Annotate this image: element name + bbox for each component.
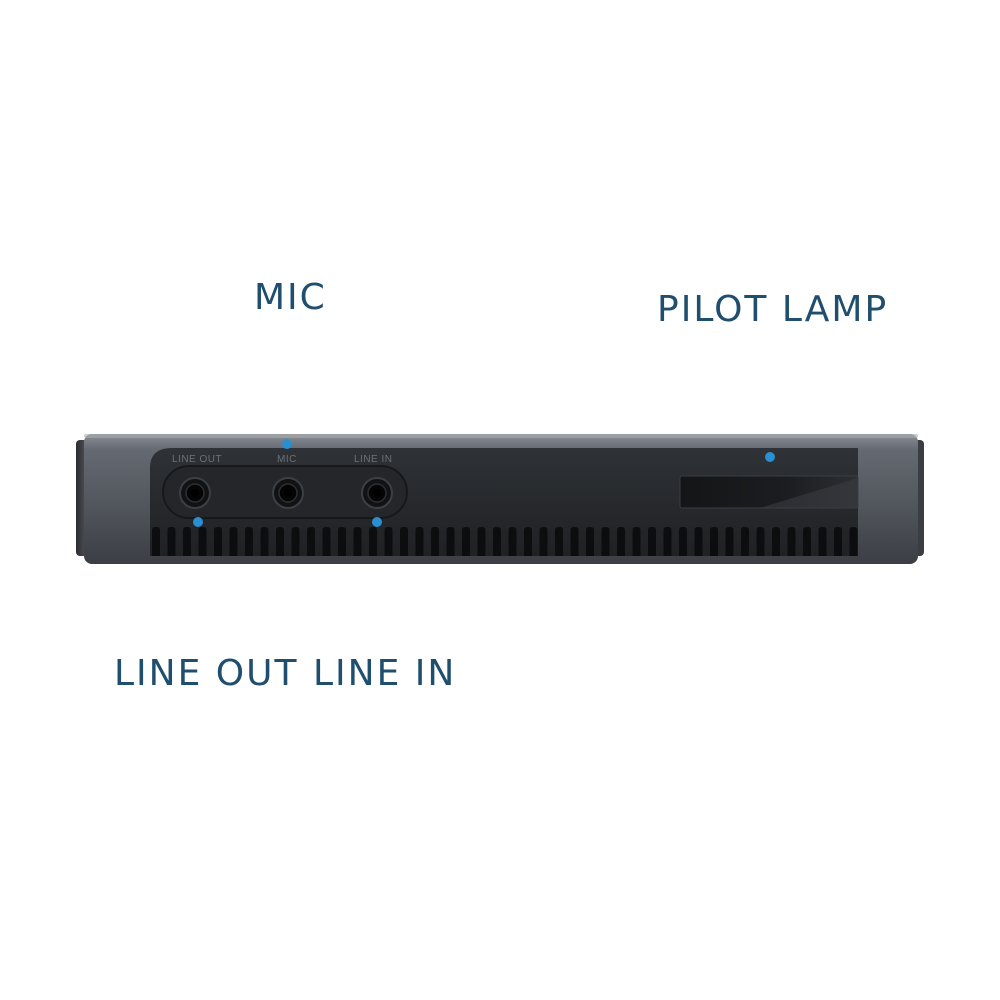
vent-slot bbox=[415, 527, 424, 556]
vent-slot bbox=[524, 527, 532, 556]
vent-slot bbox=[787, 527, 796, 556]
line-in-leader-dot bbox=[372, 517, 382, 527]
vent-slot bbox=[539, 527, 548, 556]
vent-slot bbox=[322, 527, 331, 556]
vent-slot bbox=[291, 527, 300, 556]
vent-slot bbox=[493, 527, 501, 556]
vent-slot bbox=[245, 527, 253, 556]
vent-slot bbox=[276, 527, 284, 556]
vent-slot bbox=[431, 527, 439, 556]
vent-slot bbox=[214, 527, 222, 556]
vent-slot bbox=[183, 527, 191, 556]
vent-slot bbox=[818, 527, 827, 556]
vent-slot bbox=[462, 527, 470, 556]
pilot-lamp-leader-dot bbox=[765, 452, 775, 462]
mic-leader-dot bbox=[282, 439, 292, 449]
vent-slot bbox=[772, 527, 780, 556]
line-out-leader-dot bbox=[193, 517, 203, 527]
vent-slot bbox=[617, 527, 625, 556]
vent-slot bbox=[586, 527, 594, 556]
vent-slot bbox=[198, 527, 207, 556]
pilot-lamp-callout-label: PILOT LAMP bbox=[657, 289, 889, 330]
vent-slot bbox=[446, 527, 455, 556]
ventilation-slots bbox=[152, 527, 858, 556]
vent-slot bbox=[632, 527, 641, 556]
vent-slot bbox=[508, 527, 517, 556]
vent-slot bbox=[803, 527, 811, 556]
vent-slot bbox=[477, 527, 486, 556]
vent-slot bbox=[400, 527, 408, 556]
line-out-jack[interactable] bbox=[179, 477, 211, 509]
mic-jack[interactable] bbox=[272, 477, 304, 509]
vent-slot bbox=[307, 527, 315, 556]
vent-slot bbox=[710, 527, 718, 556]
line-in-jack[interactable] bbox=[361, 477, 393, 509]
vent-slot bbox=[756, 527, 765, 556]
vent-slot bbox=[229, 527, 238, 556]
vent-slot bbox=[663, 527, 672, 556]
vent-slot bbox=[694, 527, 703, 556]
device-port-label-line-in: LINE IN bbox=[354, 454, 393, 465]
vent-slot bbox=[679, 527, 687, 556]
vent-slot bbox=[260, 527, 269, 556]
vent-slot bbox=[338, 527, 346, 556]
line-in-callout-label: LINE IN bbox=[313, 653, 457, 694]
line-out-callout-label: LINE OUT bbox=[114, 653, 299, 694]
vent-slot bbox=[384, 527, 393, 556]
vent-slot bbox=[555, 527, 563, 556]
vent-slot bbox=[353, 527, 362, 556]
vent-slot bbox=[849, 527, 858, 556]
vent-slot bbox=[648, 527, 656, 556]
device-port-label-mic: MIC bbox=[277, 454, 297, 465]
vent-slot bbox=[601, 527, 610, 556]
vent-slot bbox=[834, 527, 842, 556]
vent-slot bbox=[725, 527, 734, 556]
device-port-label-line-out: LINE OUT bbox=[172, 454, 222, 465]
vent-slot bbox=[741, 527, 749, 556]
vent-slot bbox=[570, 527, 579, 556]
vent-slot bbox=[167, 527, 176, 556]
vent-slot bbox=[152, 527, 160, 556]
mic-callout-label: MIC bbox=[254, 277, 327, 318]
vent-slot bbox=[369, 527, 377, 556]
